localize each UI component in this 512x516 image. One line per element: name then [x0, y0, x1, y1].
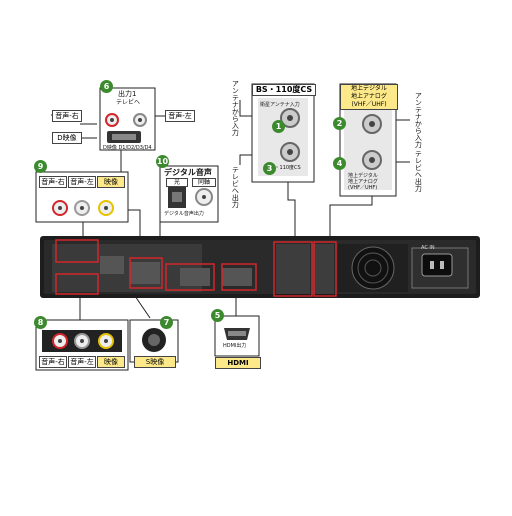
fan-ring [357, 252, 389, 284]
input8-audio-right-label: 音声-右 [39, 356, 67, 368]
output1-audio-left-label: 音声-左 [165, 110, 195, 122]
svideo-label: S映像 [134, 356, 176, 368]
input8-audio-r-pin [58, 339, 62, 343]
terrestrial-connector-line1: 地上デジタル [348, 173, 378, 179]
highlight-terrestrial [313, 241, 337, 297]
input9-audio-left-label: 音声-左 [68, 176, 96, 188]
callout-6: 6 [100, 80, 113, 93]
terrestrial-title: 地上デジタル 地上アナログ (VHF／UHF) [340, 84, 398, 110]
input9-video-label: 映像 [97, 176, 125, 188]
digital-audio-bottom-label: デジタル音声出力 [164, 211, 204, 217]
av-panel [52, 244, 202, 292]
output1-subtitle: テレビへ [116, 99, 141, 106]
bs-connector-bottom-label: BS・110度CS [268, 165, 301, 171]
bs-antenna-in-pin [287, 115, 293, 121]
output1-audio-r-pin [110, 118, 114, 122]
terrestrial-ports-block [312, 244, 334, 294]
digital-audio-title: デジタル音声 [164, 168, 212, 177]
power-label: AC IN [421, 245, 435, 251]
callout-9: 9 [34, 160, 47, 173]
power-pin-1 [430, 261, 434, 269]
coaxial-port-pin [202, 195, 206, 199]
digital-audio-optical-label: 光 [166, 178, 188, 187]
terrestrial-connector-line2: 地上アナログ [348, 179, 378, 185]
power-inlet [421, 253, 453, 277]
terrestrial-connector-bottom-label: 地上デジタル 地上アナログ (VHF／UHF) [348, 173, 378, 191]
digital-audio-detail [159, 165, 219, 223]
power-pin-2 [440, 261, 444, 269]
digital-audio-ports [180, 268, 210, 286]
leader-bs [287, 182, 296, 236]
highlight-hdmi [221, 263, 257, 291]
highlight-input9 [55, 239, 99, 263]
bs-ports-block [276, 244, 310, 294]
terrestrial-tv-out-vertical: テレビへ出力 [414, 150, 423, 192]
hdmi-port-block [222, 268, 252, 286]
input9-audio-l-pin [80, 206, 84, 210]
callout-1: 1 [272, 120, 285, 133]
fan-ring-inner [364, 259, 382, 277]
output1-d-terminal-label: D映像 D1/D2/D3/D4 [103, 145, 152, 151]
svideo-port-block [100, 256, 124, 274]
input8-video-pin [104, 339, 108, 343]
digital-audio-coaxial-label: 同軸 [192, 178, 216, 187]
hdmi-detail [214, 315, 260, 357]
optical-port-window [172, 192, 182, 202]
terrestrial-title-line1: 地上デジタル [351, 85, 387, 92]
hdmi-label: HDMI [215, 357, 261, 369]
callout-8: 8 [34, 316, 47, 329]
callout-10: 10 [156, 155, 169, 168]
terrestrial-title-line3: (VHF／UHF) [351, 101, 387, 108]
output1-audio-right-label: 音声-右 [52, 110, 82, 122]
d-terminal-block [130, 262, 160, 284]
highlight-output1 [129, 257, 163, 289]
callout-5: 5 [211, 309, 224, 322]
terrestrial-antenna-in-pin [369, 121, 375, 127]
highlight-boxes [55, 107, 337, 297]
bs-tv-out-vertical: テレビへ出力 [231, 166, 240, 208]
leader-terrestrial [329, 195, 373, 236]
callout-2: 2 [333, 117, 346, 130]
highlight-digital-audio [165, 263, 215, 291]
input8-video-label: 映像 [97, 356, 125, 368]
callout-7: 7 [160, 316, 173, 329]
terrestrial-tv-out-pin [369, 157, 375, 163]
highlight-input8 [55, 273, 99, 295]
svideo-jack-inner [148, 334, 160, 346]
output1-detail [99, 87, 156, 151]
callout-3: 3 [263, 162, 276, 175]
output1-audio-l-pin [138, 118, 142, 122]
bs-tv-out-pin [287, 149, 293, 155]
hdmi-port-pins [228, 331, 246, 336]
bs-connector-top-label: 衛星アンテナ入力 [260, 102, 300, 108]
terrestrial-connector-line3: (VHF／UHF) [348, 185, 378, 191]
output1-d-video-label: D映像 [52, 132, 82, 144]
output1-title: 出力1 [118, 90, 137, 98]
input9-audio-right-label: 音声-右 [39, 176, 67, 188]
highlight-bs [273, 241, 313, 297]
hdmi-port-label: HDMI出力 [223, 343, 247, 349]
input9-video-pin [104, 206, 108, 210]
terrestrial-title-line2: 地上アナログ [351, 93, 387, 100]
recorder-body [40, 236, 480, 298]
callout-4: 4 [333, 157, 346, 170]
input9-audio-r-pin [58, 206, 62, 210]
terrestrial-antenna-in-vertical: アンテナから入力 [414, 92, 423, 148]
bs-antenna-in-vertical: アンテナから入力 [231, 80, 240, 136]
input8-audio-l-pin [80, 339, 84, 343]
output1-d-terminal-pins [112, 134, 136, 140]
bs-title: BS・110度CS [252, 84, 316, 96]
leader-svideo [134, 295, 151, 319]
input8-audio-left-label: 音声-左 [68, 356, 96, 368]
